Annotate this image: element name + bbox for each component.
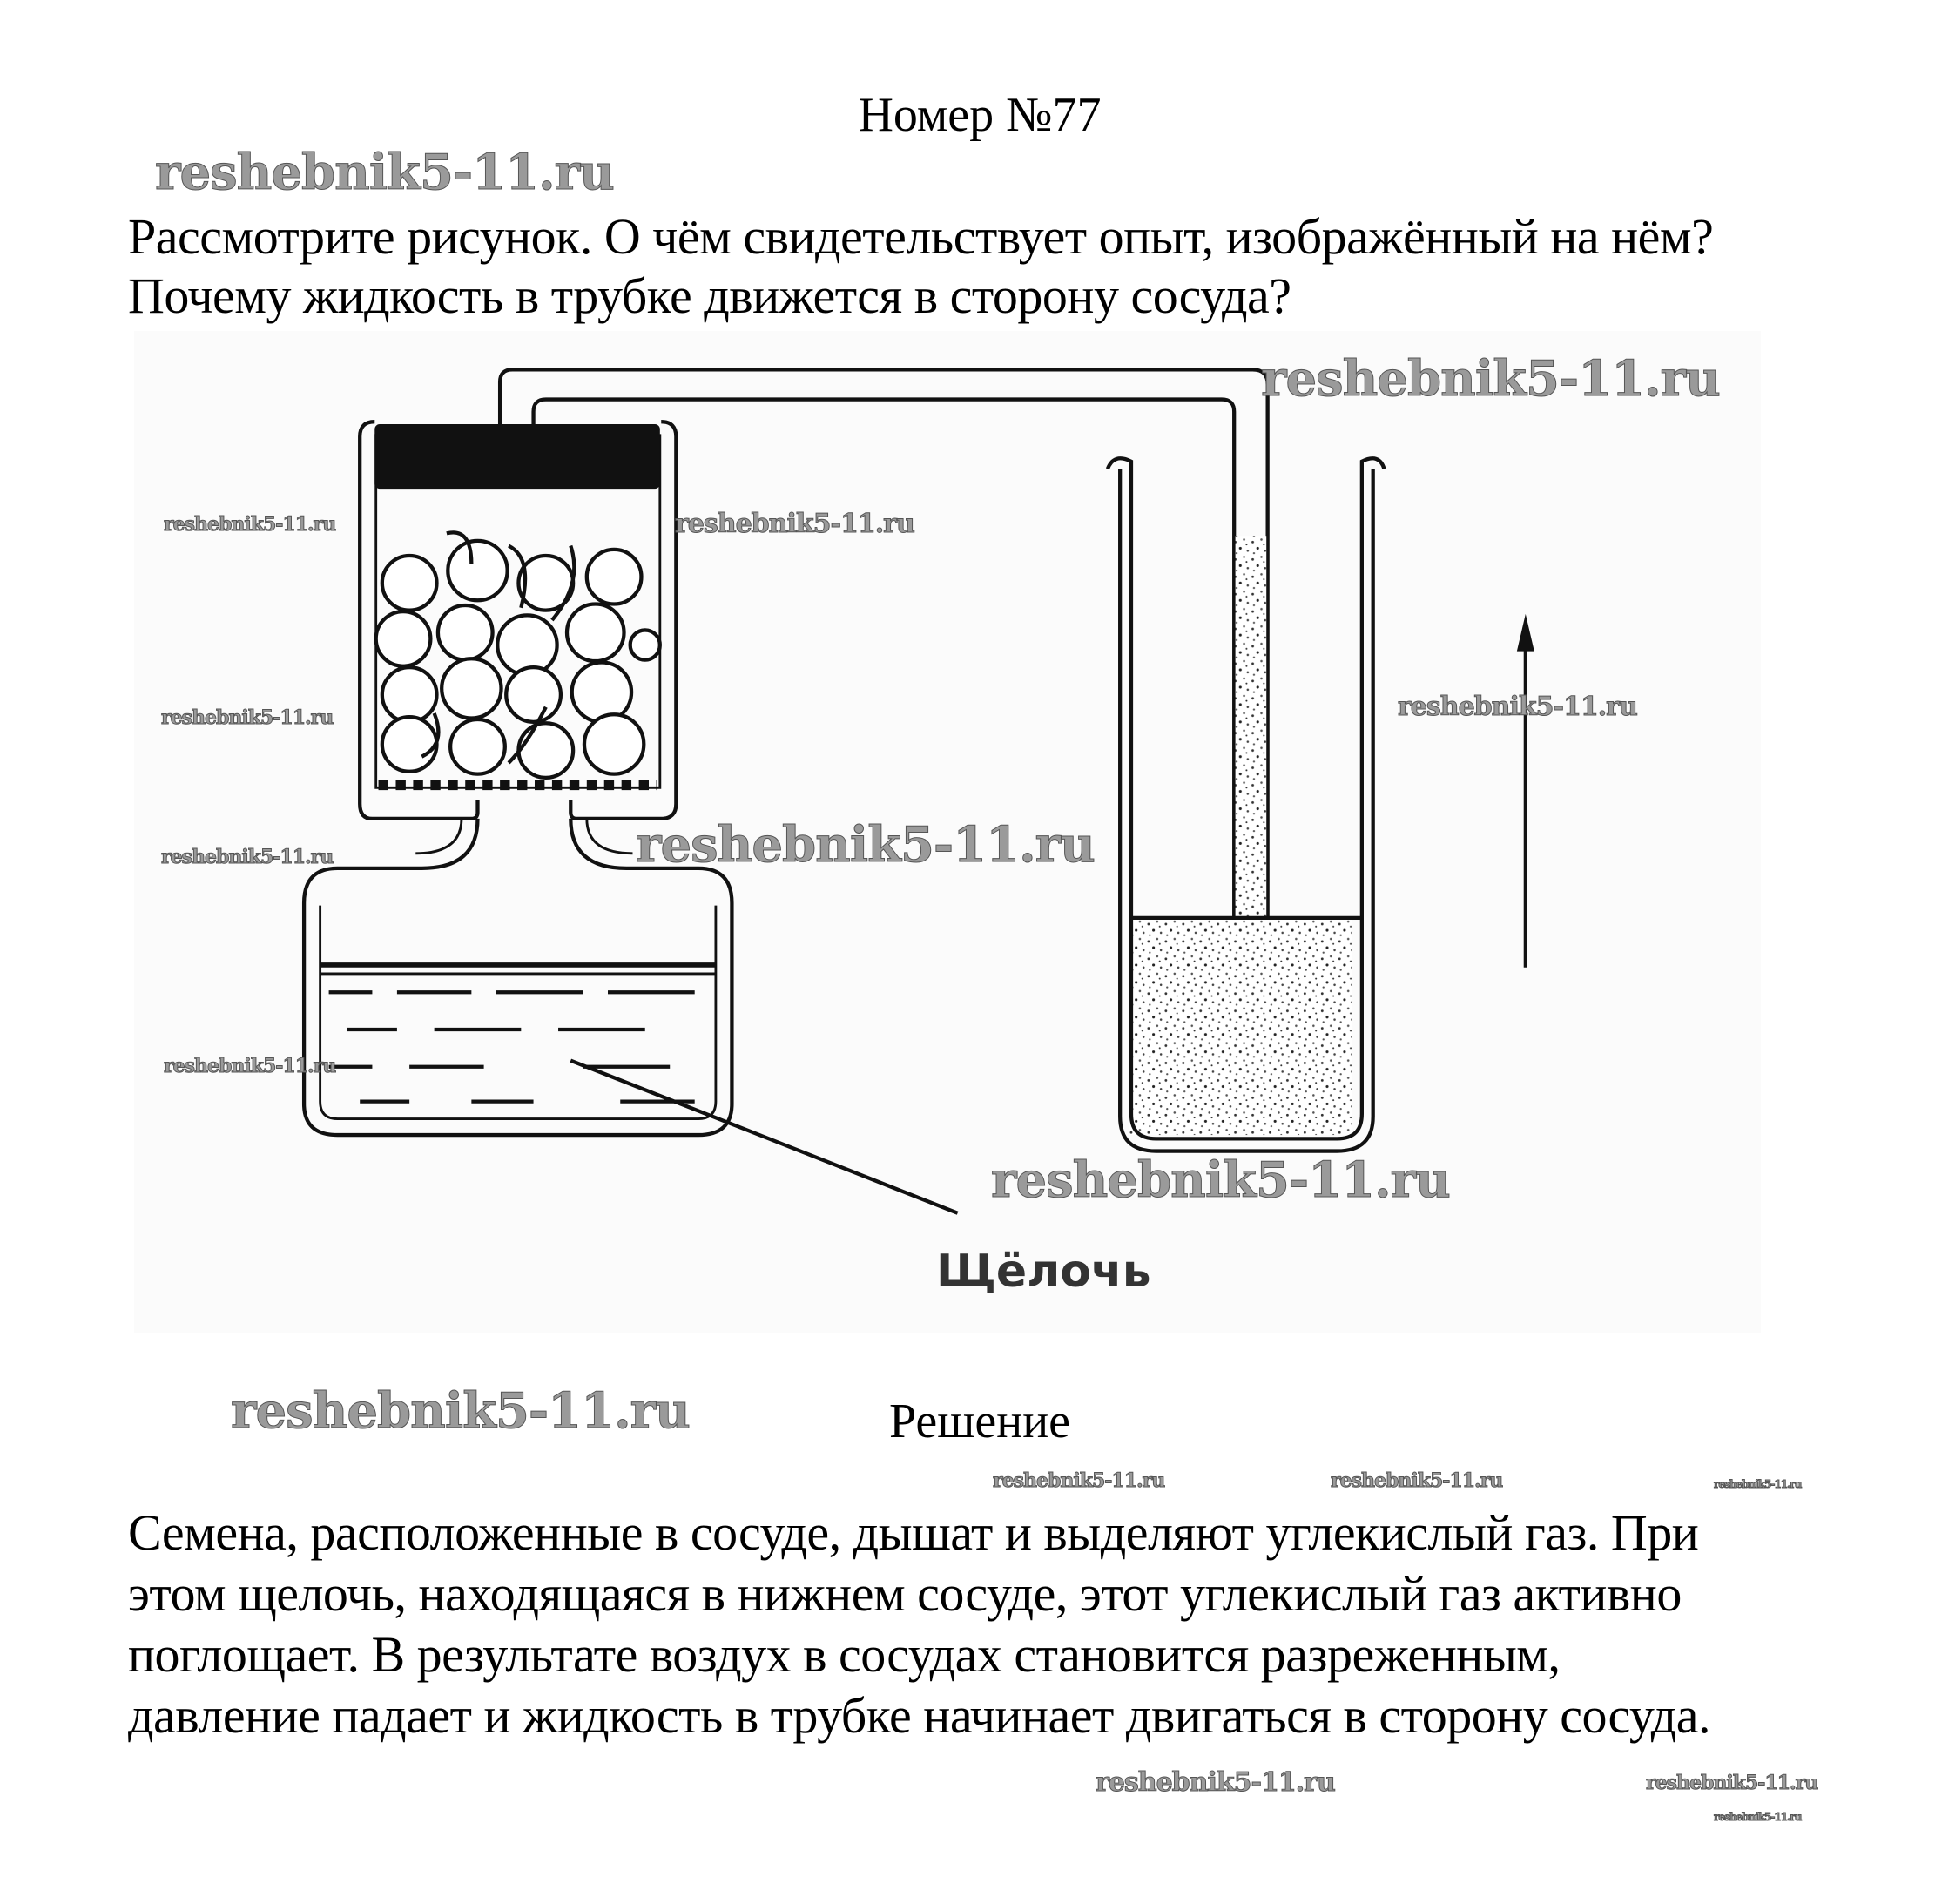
watermark: reshebnik5-11.ru [1398,692,1639,722]
question-line-2: Почему жидкость в трубке движется в стор… [128,267,1291,324]
seeds [374,530,662,780]
solution-line-3: поглощает. В результате воздух в сосудах… [128,1626,1561,1683]
alkali-label: Щёлочь [936,1246,1151,1298]
watermark: reshebnik5-11.ru [1096,1767,1337,1798]
page-title: Номер №77 [858,88,1102,142]
beaker [1105,456,1386,1153]
watermark: reshebnik5-11.ru [155,144,616,201]
watermark: reshebnik5-11.ru [1261,350,1722,408]
watermark: reshebnik5-11.ru [231,1382,691,1440]
solution-line-2: этом щелочь, находящаяся в нижнем сосуде… [128,1565,1682,1622]
glass-tube [497,368,1270,1092]
watermark: reshebnik5-11.ru [1330,1469,1503,1492]
alkali-flask [301,818,734,1138]
liquid-dashes [328,990,695,1104]
watermark: reshebnik5-11.ru [1713,1478,1802,1490]
watermark: reshebnik5-11.ru [636,816,1096,874]
solution-line-4: давление падает и жидкость в трубке начи… [128,1687,1711,1744]
solution-heading: Решение [888,1394,1071,1448]
figure-background [134,331,1761,1333]
solution-line-1: Семена, расположенные в сосуде, дышат и … [128,1504,1699,1561]
jar-lid [374,424,660,490]
watermark: reshebnik5-11.ru [1645,1772,1818,1794]
watermark: reshebnik5-11.ru [160,706,334,729]
watermark: reshebnik5-11.ru [991,1151,1452,1209]
up-arrow-icon [1516,613,1534,968]
watermark: reshebnik5-11.ru [675,509,916,539]
question-line-1: Рассмотрите рисунок. О чём свидетельству… [128,208,1714,265]
watermark: reshebnik5-11.ru [163,1055,336,1077]
beaker-liquid [1129,917,1352,1136]
pointer-line [570,1058,959,1215]
watermark: reshebnik5-11.ru [163,513,336,536]
watermark: reshebnik5-11.ru [160,846,334,868]
watermark: reshebnik5-11.ru [992,1469,1165,1492]
watermark: reshebnik5-11.ru [1713,1811,1802,1823]
